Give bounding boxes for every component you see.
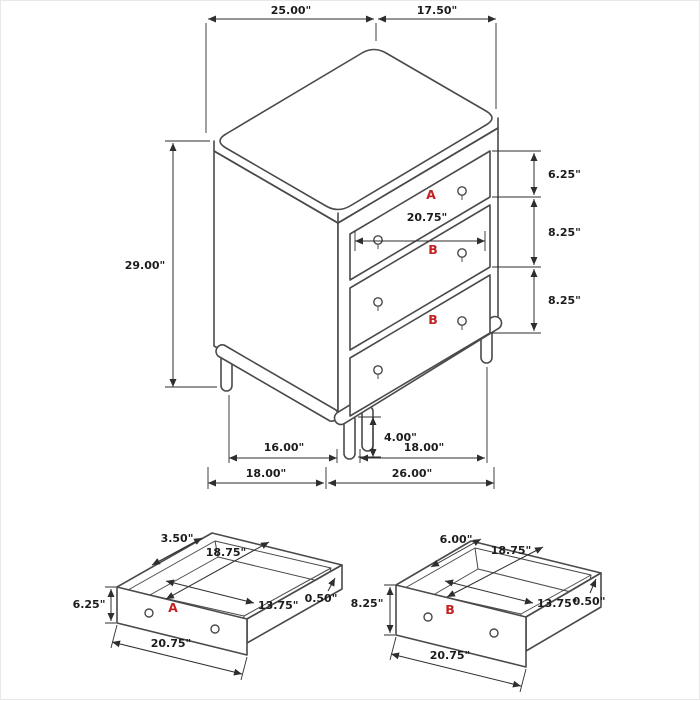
knob-icon (457, 316, 467, 326)
dim-b-wall-thickness: 0.50" (573, 595, 606, 608)
knob-icon (144, 608, 154, 618)
knob-icon (457, 186, 467, 196)
table-top (219, 48, 493, 211)
drawer-b-detail-label: B (445, 602, 455, 617)
dim-a-side-height: 3.50" (161, 532, 194, 545)
drawer-b-right-wall (525, 572, 602, 652)
dim-a-front-height: 6.25" (73, 598, 106, 611)
dim-front-leg-span: 18.00" (404, 441, 445, 454)
dim-drawer-b2-height: 8.25" (548, 294, 581, 307)
dim-b-front-height: 8.25" (351, 597, 384, 610)
back-right-leg (361, 405, 374, 452)
drawer-b-front-panel (395, 584, 527, 668)
drawer-b-detail-view: 8.25" 6.00" 18.75" 0.50" 13.75" 20.75" B (351, 533, 606, 693)
chest-isometric-view: 25.00" 17.50" 29.00" 6.25" 8.25" 8.25" 2… (125, 4, 581, 489)
dim-overall-width: 26.00" (392, 467, 433, 480)
knob-icon (423, 612, 433, 622)
drawer-a-label: A (426, 187, 436, 202)
drawer-a-front-panel (116, 586, 248, 656)
dim-drawer-width: 20.75" (407, 211, 448, 224)
drawer-b2-label: B (428, 312, 438, 327)
drawer-b1-label: B (428, 242, 438, 257)
knob-icon (489, 628, 499, 638)
dim-overall-depth: 18.00" (246, 467, 287, 480)
dim-drawer-a-height: 6.25" (548, 168, 581, 181)
drawer-a-front (349, 150, 491, 281)
dim-b-front-width: 20.75" (430, 649, 471, 662)
dim-b-inner-depth: 18.75" (491, 544, 532, 557)
drawer-a-detail-view: 6.25" 3.50" 18.75" 0.50" 13.75" 20.75" A (73, 532, 343, 681)
top-slab-edges (213, 117, 499, 224)
knob-icon (373, 297, 383, 307)
drawer-a-dimension-lines (107, 537, 336, 676)
dimension-lines (169, 15, 538, 487)
dim-side-leg-span: 16.00" (264, 441, 305, 454)
dim-top-left: 25.00" (271, 4, 312, 17)
drawer-b-extension-lines (384, 584, 527, 693)
dim-b-side-height: 6.00" (440, 533, 473, 546)
drawer-b2-front (349, 274, 491, 417)
knob-icon (210, 624, 220, 634)
dim-top-right: 17.50" (417, 4, 458, 17)
dim-a-wall-thickness: 0.50" (305, 592, 338, 605)
dim-b-inner-width: 13.75" (537, 597, 578, 610)
dim-a-inner-width: 13.75" (258, 599, 299, 612)
dim-height: 29.00" (125, 259, 166, 272)
knob-icon (373, 235, 383, 245)
dim-a-front-width: 20.75" (151, 637, 192, 650)
drawer-b-dimension-lines (386, 538, 597, 688)
knob-icon (457, 248, 467, 258)
dim-leg-height: 4.00" (384, 431, 417, 444)
knob-icon (373, 365, 383, 375)
drawer-a-detail-label: A (168, 600, 178, 615)
dim-drawer-b1-height: 8.25" (548, 226, 581, 239)
drawer-a-extension-lines (105, 586, 248, 681)
dim-a-inner-depth: 18.75" (206, 546, 247, 559)
